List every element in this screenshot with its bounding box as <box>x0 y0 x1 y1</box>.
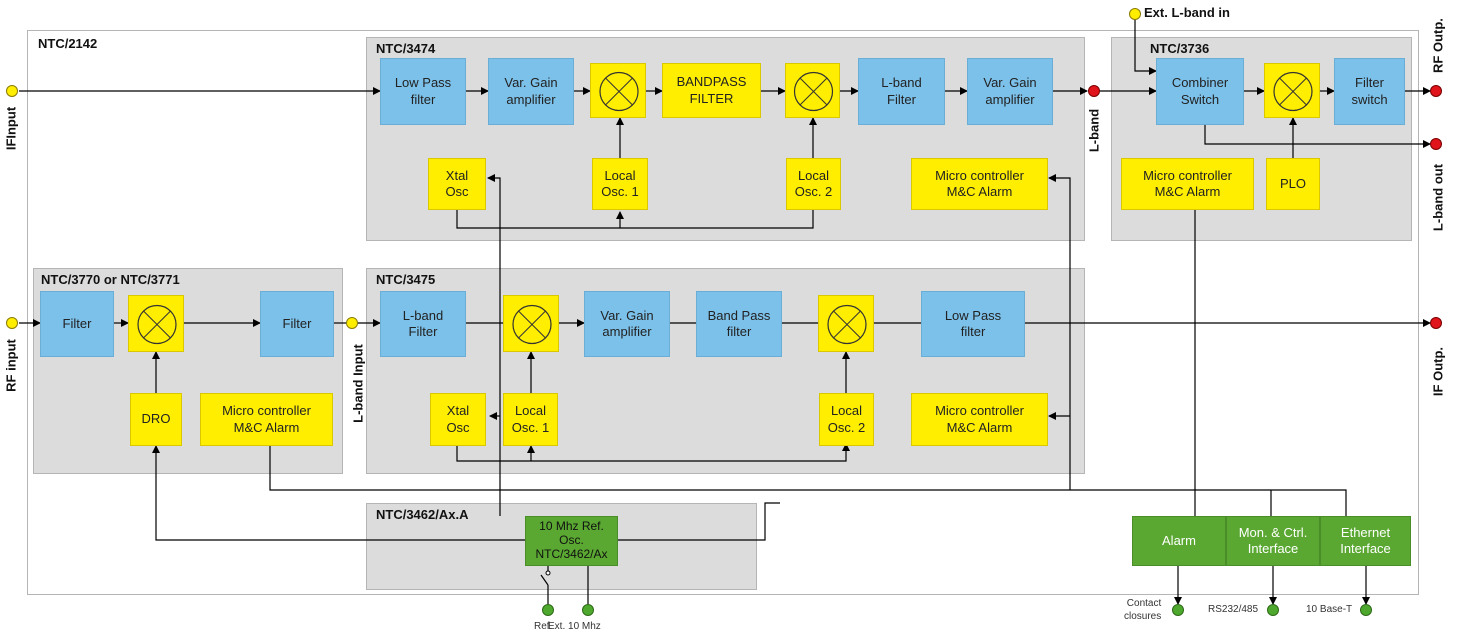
alarm-interface: Alarm <box>1132 516 1226 566</box>
ntc3474-local-osc-1: Local Osc. 1 <box>592 158 648 210</box>
ext-10mhz-label: Ext. 10 Mhz <box>548 621 601 632</box>
lband-input-port <box>346 317 358 329</box>
ntc3475-mixer-2 <box>818 295 874 352</box>
ntc3736-micro-controller: Micro controller M&C Alarm <box>1121 158 1254 210</box>
lband-port <box>1088 85 1100 97</box>
ntc3770-dro: DRO <box>130 393 182 446</box>
ntc3736-plo: PLO <box>1266 158 1320 210</box>
rf-output-label: RF Outp. <box>1430 18 1446 73</box>
ntc3474-bandpass-filter: BANDPASS FILTER <box>662 63 761 118</box>
contact-closures-label: Contact closures <box>1124 598 1162 622</box>
lband-input-label: L-band Input <box>350 344 366 423</box>
ntc3475-low-pass-filter: Low Pass filter <box>921 291 1025 357</box>
lband-out-label: L-band out <box>1430 163 1446 232</box>
ntc3475-local-osc-1: Local Osc. 1 <box>503 393 558 446</box>
ntc3474-var-gain-amplifier-1: Var. Gain amplifier <box>488 58 574 125</box>
ntc3736-filter-switch: Filter switch <box>1334 58 1405 125</box>
ethernet-port <box>1360 604 1372 616</box>
ntc3474-micro-controller: Micro controller M&C Alarm <box>911 158 1048 210</box>
rf-input-port <box>6 317 18 329</box>
ntc3475-mixer-1 <box>503 295 559 352</box>
ntc3474-mixer-1 <box>590 63 646 118</box>
ntc3736-title: NTC/3736 <box>1150 41 1210 56</box>
ethernet-interface: Ethernet Interface <box>1320 516 1411 566</box>
rf-input-label: RF input <box>3 339 19 392</box>
rs232-port <box>1267 604 1279 616</box>
ntc3475-local-osc-2: Local Osc. 2 <box>819 393 874 446</box>
ntc3770-title: NTC/3770 or NTC/3771 <box>41 272 180 287</box>
ntc3474-low-pass-filter: Low Pass filter <box>380 58 466 125</box>
ext-lband-in-port <box>1129 8 1141 20</box>
ext-lband-in-label: Ext. L-band in <box>1144 5 1230 20</box>
rf-output-port <box>1430 85 1442 97</box>
ext-10mhz-port <box>582 604 594 616</box>
lband-out-port <box>1430 138 1442 150</box>
ntc3736-mixer <box>1264 63 1320 118</box>
ntc3475-var-gain-amplifier: Var. Gain amplifier <box>584 291 670 357</box>
contact-closures-port <box>1172 604 1184 616</box>
ntc3475-title: NTC/3475 <box>376 272 436 287</box>
ntc3475-lband-filter: L-band Filter <box>380 291 466 357</box>
ref-label: Ref. <box>534 621 553 632</box>
ntc3474-var-gain-amplifier-2: Var. Gain amplifier <box>967 58 1053 125</box>
ntc2142-title: NTC/2142 <box>38 36 98 51</box>
lband-label: L-band <box>1086 108 1102 153</box>
if-input-port <box>6 85 18 97</box>
ntc3462-title: NTC/3462/Ax.A <box>376 507 469 522</box>
if-output-label: IF Outp. <box>1430 346 1446 397</box>
ntc3474-title: NTC/3474 <box>376 41 436 56</box>
mon-ctrl-interface: Mon. & Ctrl. Interface <box>1226 516 1320 566</box>
ntc3770-micro-controller: Micro controller M&C Alarm <box>200 393 333 446</box>
ntc3770-mixer <box>128 295 184 352</box>
ntc3736-combiner-switch: Combiner Switch <box>1156 58 1244 125</box>
ref-oscillator: 10 Mhz Ref. Osc. NTC/3462/Ax <box>525 516 618 566</box>
ethernet-port-label: 10 Base-T <box>1306 604 1353 615</box>
ntc3474-mixer-2 <box>785 63 840 118</box>
ref-port <box>542 604 554 616</box>
if-output-port <box>1430 317 1442 329</box>
rs232-label: RS232/485 <box>1208 604 1259 615</box>
ntc3474-local-osc-2: Local Osc. 2 <box>786 158 841 210</box>
ntc3475-micro-controller: Micro controller M&C Alarm <box>911 393 1048 446</box>
ntc3475-xtal-osc: Xtal Osc <box>430 393 486 446</box>
ntc3770-filter-1: Filter <box>40 291 114 357</box>
ntc3475-band-pass-filter: Band Pass filter <box>696 291 782 357</box>
ntc3474-xtal-osc: Xtal Osc <box>428 158 486 210</box>
ntc3770-filter-2: Filter <box>260 291 334 357</box>
if-input-label: IFInput <box>3 106 19 151</box>
ntc3474-lband-filter: L-band Filter <box>858 58 945 125</box>
